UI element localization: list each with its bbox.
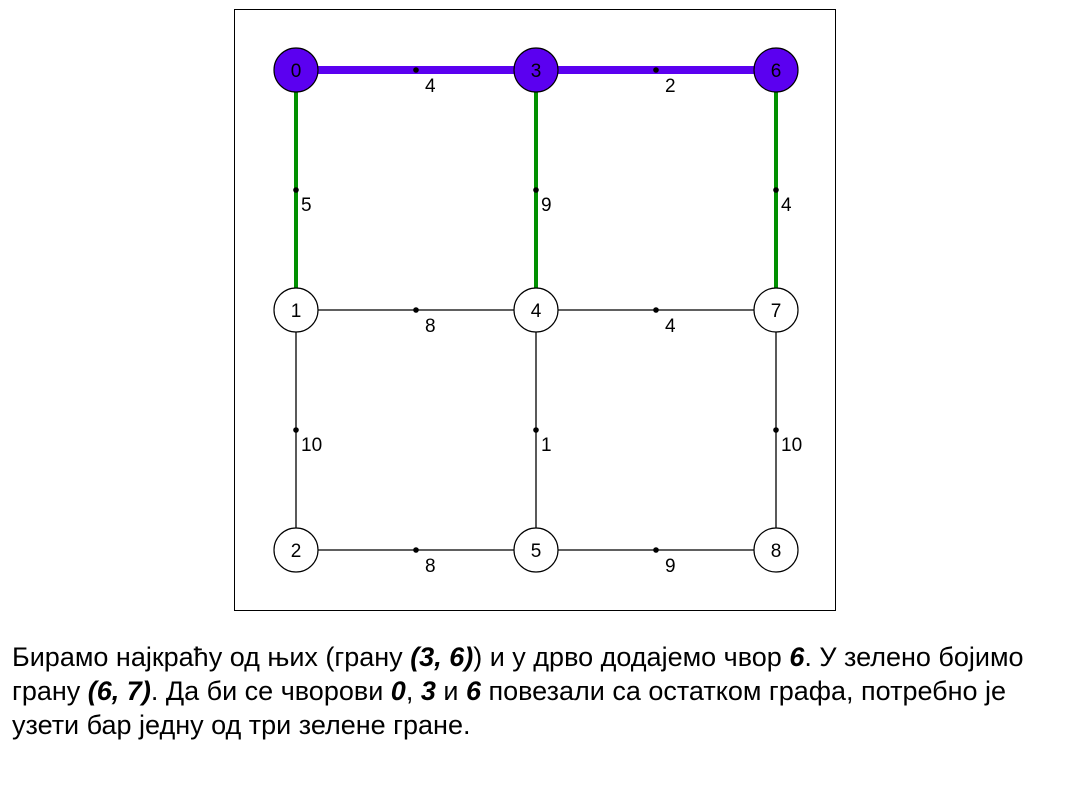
caption-part: и: [435, 676, 466, 706]
edges-layer: 4 2 5 9 4 8 4 10 1 10 8 9: [293, 66, 802, 577]
node-0-circle: [273, 47, 319, 93]
edge-weight-label: 10: [781, 435, 802, 456]
caption-part: . Да би се чворови: [150, 676, 391, 706]
caption-edge-ref: (6, 7): [87, 676, 151, 706]
caption-part: повезали са остатком графа, потребно је …: [12, 676, 1007, 740]
edge-midpoint-dot: [653, 547, 659, 553]
edge-midpoint-dot: [413, 67, 419, 73]
edge-midpoint-dot: [533, 187, 539, 193]
node-label: 6: [771, 61, 782, 82]
node-label: 2: [291, 541, 302, 562]
caption-node-ref: 6: [465, 676, 481, 706]
edge-weight-label: 8: [425, 556, 436, 577]
node-label: 0: [291, 61, 302, 82]
node-4-circle: [513, 287, 559, 333]
edge-weight-label: 9: [541, 195, 552, 216]
caption-edge-ref: (3, 6): [410, 642, 474, 672]
node-3-circle: [513, 47, 559, 93]
edge-midpoint-dot: [413, 307, 419, 313]
node-label: 5: [531, 541, 542, 562]
caption-part: Бирамо најкраћу од њих (грану: [12, 642, 411, 672]
edge-weight-label: 4: [425, 76, 436, 97]
edge-weight-label: 9: [665, 556, 676, 577]
edge-midpoint-dot: [413, 547, 419, 553]
caption-part: . У зелено бојимо грану: [12, 642, 1024, 706]
node-8-circle: [753, 527, 799, 573]
edge-weight-label: 5: [301, 195, 312, 216]
caption-node-ref: 0: [390, 676, 406, 706]
node-label: 7: [771, 301, 782, 322]
graph-diagram: 4 2 5 9 4 8 4 10 1 10 8 9 0 3 6 1 4 7 2 5 8: [234, 9, 836, 611]
edge-weight-label: 1: [541, 435, 552, 456]
edge-midpoint-dot: [653, 307, 659, 313]
caption-part: ) и у дрво додајемо чвор: [473, 642, 790, 672]
edge-weight-label: 8: [425, 316, 436, 337]
caption-text: Бирамо најкраћу од њих (грану (3, 6)) и …: [12, 640, 1067, 742]
caption-part: ,: [405, 676, 421, 706]
edge-midpoint-dot: [653, 67, 659, 73]
node-7-circle: [753, 287, 799, 333]
edge-midpoint-dot: [293, 187, 299, 193]
node-1-circle: [273, 287, 319, 333]
edge-midpoint-dot: [773, 427, 779, 433]
caption-node-ref: 6: [789, 642, 805, 672]
edge-weight-label: 4: [665, 316, 676, 337]
edge-midpoint-dot: [533, 427, 539, 433]
edge-weight-label: 4: [781, 195, 792, 216]
node-label: 4: [531, 301, 542, 322]
node-2-circle: [273, 527, 319, 573]
node-label: 3: [531, 61, 542, 82]
node-5-circle: [513, 527, 559, 573]
node-label: 1: [291, 301, 302, 322]
caption-node-ref: 3: [420, 676, 436, 706]
nodes-layer: 0 3 6 1 4 7 2 5 8: [273, 47, 799, 573]
node-6-circle: [753, 47, 799, 93]
edge-midpoint-dot: [293, 427, 299, 433]
node-label: 8: [771, 541, 782, 562]
edge-weight-label: 2: [665, 76, 676, 97]
edge-weight-label: 10: [301, 435, 322, 456]
edge-midpoint-dot: [773, 187, 779, 193]
